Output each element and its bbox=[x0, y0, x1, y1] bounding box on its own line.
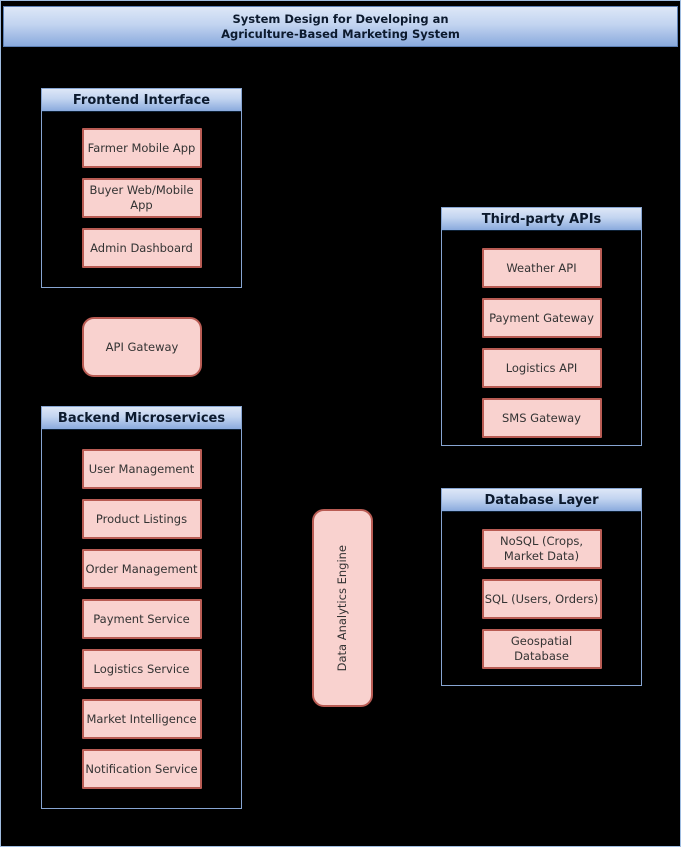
node-logistics-service: Logistics Service bbox=[81, 649, 202, 689]
node-payment-gateway: Payment Gateway bbox=[481, 298, 602, 338]
node-data-analytics-engine: Data Analytics Engine bbox=[312, 509, 373, 707]
group-frontend-interface: Frontend Interface Farmer Mobile App Buy… bbox=[41, 88, 242, 288]
node-api-gateway: API Gateway bbox=[82, 317, 202, 377]
node-buyer-web-mobile-app: Buyer Web/Mobile App bbox=[81, 178, 202, 218]
node-data-analytics-engine-label: Data Analytics Engine bbox=[335, 544, 349, 672]
node-farmer-mobile-app: Farmer Mobile App bbox=[81, 128, 202, 168]
node-user-management: User Management bbox=[81, 449, 202, 489]
group-database-items: NoSQL (Crops, Market Data) SQL (Users, O… bbox=[442, 512, 641, 669]
node-notification-service: Notification Service bbox=[81, 749, 202, 789]
group-thirdparty-header: Third-party APIs bbox=[442, 208, 641, 231]
node-market-intelligence: Market Intelligence bbox=[81, 699, 202, 739]
node-product-listings: Product Listings bbox=[81, 499, 202, 539]
node-weather-api: Weather API bbox=[481, 248, 602, 288]
group-thirdparty-items: Weather API Payment Gateway Logistics AP… bbox=[442, 231, 641, 438]
group-database-header: Database Layer bbox=[442, 489, 641, 512]
node-nosql-database: NoSQL (Crops, Market Data) bbox=[481, 529, 602, 569]
node-sms-gateway: SMS Gateway bbox=[481, 398, 602, 438]
node-order-management: Order Management bbox=[81, 549, 202, 589]
node-sql-database: SQL (Users, Orders) bbox=[481, 579, 602, 619]
diagram-title-bar: System Design for Developing an Agricult… bbox=[3, 6, 678, 47]
node-geospatial-database: Geospatial Database bbox=[481, 629, 602, 669]
group-backend-microservices: Backend Microservices User Management Pr… bbox=[41, 406, 242, 809]
group-backend-header: Backend Microservices bbox=[42, 407, 241, 430]
diagram-title-line-2: Agriculture-Based Marketing System bbox=[221, 26, 460, 41]
group-frontend-header: Frontend Interface bbox=[42, 89, 241, 112]
node-admin-dashboard: Admin Dashboard bbox=[81, 228, 202, 268]
node-logistics-api: Logistics API bbox=[481, 348, 602, 388]
group-frontend-items: Farmer Mobile App Buyer Web/Mobile App A… bbox=[42, 112, 241, 268]
diagram-title-line-1: System Design for Developing an bbox=[232, 11, 449, 26]
node-payment-service: Payment Service bbox=[81, 599, 202, 639]
group-third-party-apis: Third-party APIs Weather API Payment Gat… bbox=[441, 207, 642, 446]
group-database-layer: Database Layer NoSQL (Crops, Market Data… bbox=[441, 488, 642, 686]
group-backend-items: User Management Product Listings Order M… bbox=[42, 430, 241, 789]
